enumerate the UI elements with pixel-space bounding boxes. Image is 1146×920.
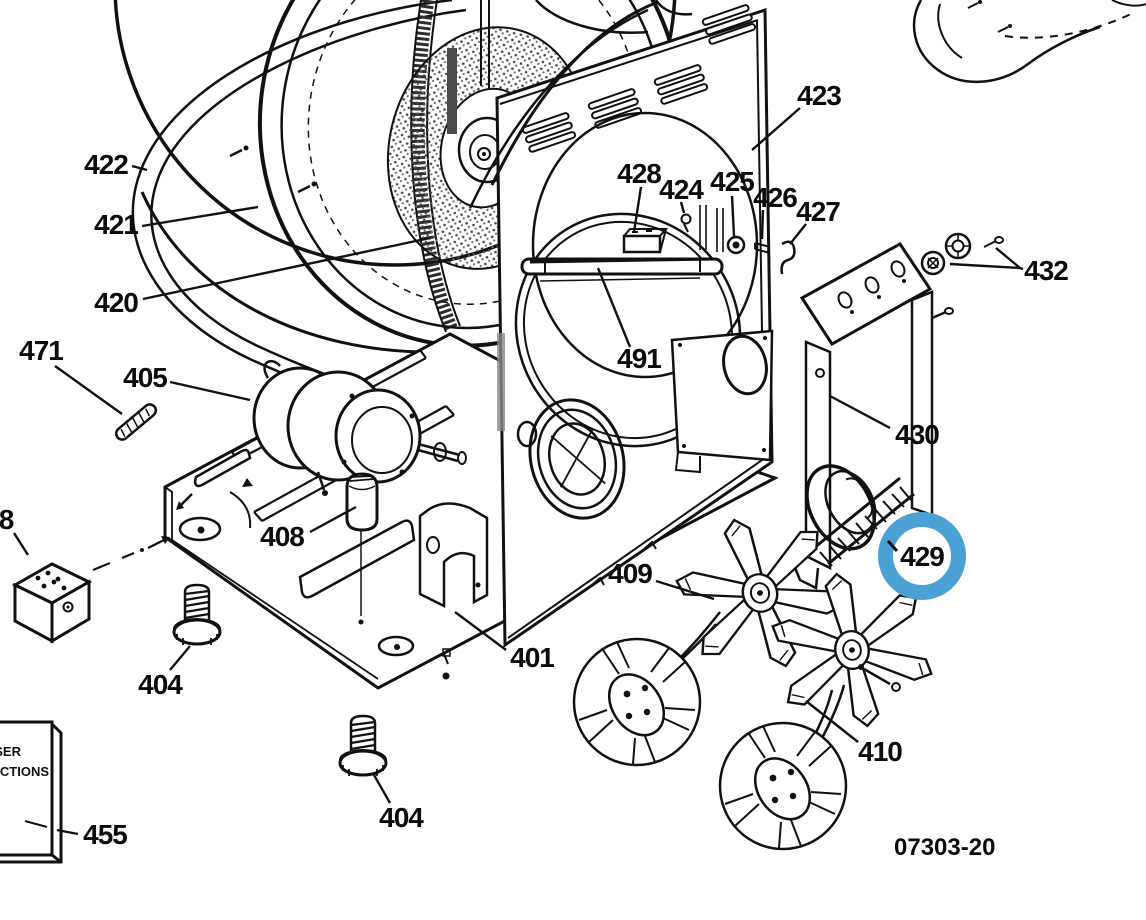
felt-strip-471 xyxy=(114,403,158,441)
part-label-404: 404 xyxy=(379,802,424,833)
part-label-404: 404 xyxy=(138,669,183,700)
panel-hardware-cluster xyxy=(622,205,796,275)
heater-box xyxy=(790,242,954,590)
part-label-421: 421 xyxy=(94,209,139,240)
terminal-grommets-432 xyxy=(920,232,1004,276)
part-label-428: 428 xyxy=(617,158,662,189)
part-label-430: 430 xyxy=(895,419,940,450)
part-label-405: 405 xyxy=(123,362,168,393)
part-label-426: 426 xyxy=(753,182,798,213)
part-label-491: 491 xyxy=(617,343,662,374)
blower-housing-partial xyxy=(535,0,1146,84)
rear-panel xyxy=(447,0,796,648)
part-label-432: 432 xyxy=(1024,255,1069,286)
panel-duct-rings xyxy=(528,398,626,520)
part-label-427: 427 xyxy=(796,196,841,227)
part-label-425: 425 xyxy=(710,166,755,197)
part-label-423: 423 xyxy=(797,80,842,111)
clip-part xyxy=(780,240,796,275)
part-label-422: 422 xyxy=(84,149,129,180)
vent-slots xyxy=(521,4,757,153)
switch-cube xyxy=(11,536,170,644)
diagram-code: 07303-20 xyxy=(894,834,996,861)
blower-wheel-409 xyxy=(572,494,862,767)
leader-lines xyxy=(12,107,1024,804)
part-label-401: 401 xyxy=(510,642,555,673)
part-label-8: 8 xyxy=(0,504,14,535)
part-label-409: 409 xyxy=(608,558,653,589)
part-label-424: 424 xyxy=(659,174,704,205)
motor xyxy=(252,359,467,496)
thermostat-part xyxy=(622,234,662,254)
instructions-booklet: SER UCTIONS xyxy=(0,720,79,864)
highlight-ring xyxy=(878,512,966,600)
part-label-455: 455 xyxy=(83,819,128,850)
booklet-line2: UCTIONS xyxy=(0,764,49,779)
part-label-410: 410 xyxy=(858,736,903,767)
felt-seal-429 xyxy=(805,464,877,551)
part-label-420: 420 xyxy=(94,287,139,318)
part-label-408: 408 xyxy=(260,521,305,552)
capacitor xyxy=(345,472,379,625)
booklet-line1: SER xyxy=(0,744,22,759)
duct-plate xyxy=(670,329,774,474)
part-label-429: 429 xyxy=(900,541,945,572)
part-label-471: 471 xyxy=(19,335,64,366)
